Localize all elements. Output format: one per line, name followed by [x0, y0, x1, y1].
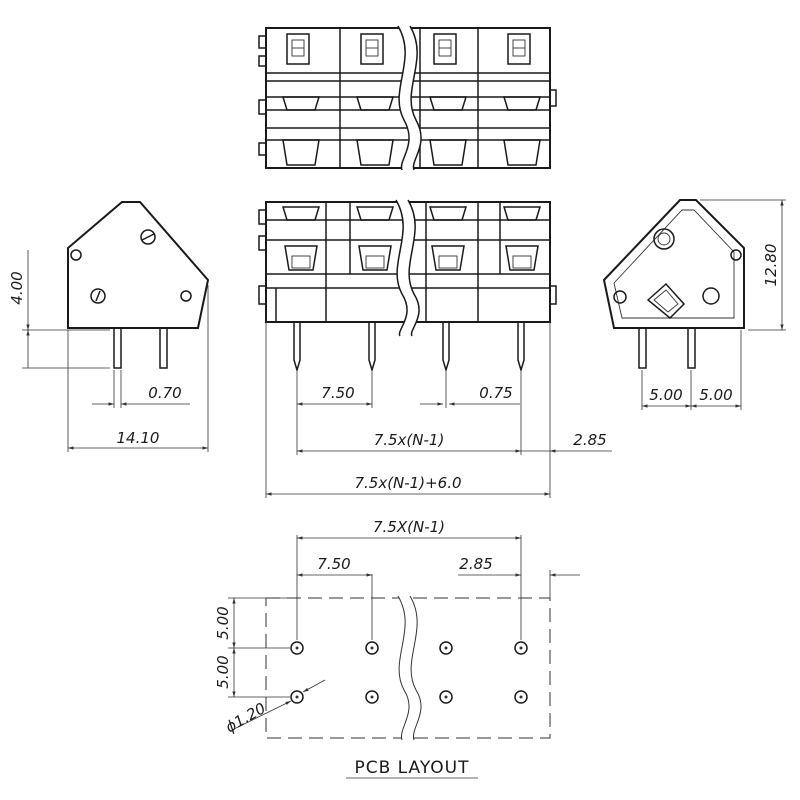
dim-front-view: 7.50 0.75 7.5x(N-1) 2.85 7.5x(N-1)+6.0: [265, 322, 612, 498]
dim-right-view: 12.80 5.00 5.00: [641, 199, 786, 410]
top-view: [258, 25, 557, 171]
dim-pin-width: 0.70: [148, 384, 181, 402]
dim-row-spacing-a: 5.00: [649, 386, 682, 404]
front-view: [258, 199, 557, 373]
top-window-1: [286, 33, 310, 65]
front-entries: [281, 206, 542, 271]
dim-pcb-row-b: 5.00: [214, 655, 232, 688]
dim-pin-thickness: 0.75: [479, 384, 512, 402]
dim-row-spacing-b: 5.00: [699, 386, 732, 404]
top-window-4: [507, 33, 531, 65]
dim-total-length: 7.5x(N-1)+6.0: [354, 474, 461, 492]
dim-pitch-front: 7.50: [321, 384, 354, 402]
top-window-3: [433, 33, 457, 65]
dim-left-view: 4.00 0.70 14.10: [8, 250, 209, 452]
dim-span-front: 7.5x(N-1): [374, 431, 445, 449]
pcb-layout-title: PCB LAYOUT: [354, 758, 469, 778]
left-side-view: [67, 201, 210, 369]
dim-pcb-offset: 2.85: [459, 555, 492, 573]
top-window-2: [360, 33, 384, 65]
dim-overall-height: 12.80: [762, 244, 780, 287]
dim-side-height: 4.00: [8, 271, 26, 304]
dim-pcb-span: 7.5X(N-1): [373, 518, 445, 536]
dim-depth: 14.10: [117, 429, 160, 447]
right-side-view: [602, 199, 745, 369]
dim-pcb-pitch: 7.50: [317, 555, 350, 573]
top-entries: [281, 96, 542, 166]
pcb-layout: 7.5X(N-1) 7.50 2.85 5.00 5.00 ϕ1.20 PCB …: [214, 518, 580, 779]
front-pins: [293, 322, 525, 373]
pcb-holes: [290, 641, 528, 704]
dim-pcb-row-a: 5.00: [214, 606, 232, 639]
dim-offset-front: 2.85: [573, 431, 606, 449]
dim-hole-diameter: ϕ1.20: [222, 699, 268, 736]
